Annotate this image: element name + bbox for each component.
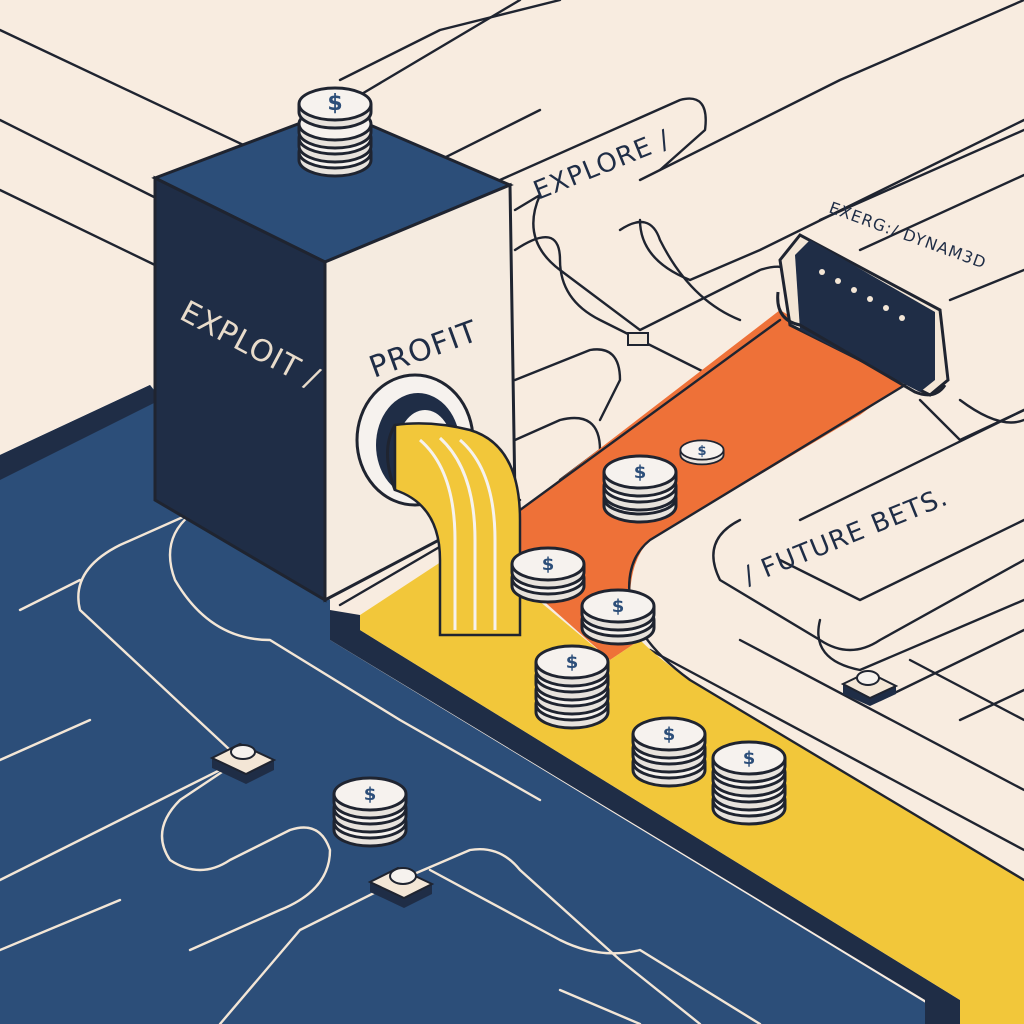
floor-rim	[330, 610, 960, 1024]
plug-connector	[840, 670, 899, 706]
coin-symbol: $	[364, 784, 377, 805]
coin-symbol: $	[634, 462, 647, 483]
orange-stream	[520, 310, 905, 660]
coin-symbol: $	[327, 91, 342, 116]
plug-connector	[627, 332, 649, 346]
slot-dispenser	[776, 233, 950, 397]
floor-wires	[0, 503, 762, 1024]
coin-symbol: $	[663, 724, 676, 745]
plug-connector	[209, 742, 277, 784]
coin-symbol: $	[743, 748, 756, 769]
coin-symbol: $	[542, 554, 555, 575]
label-explore: EXPLORE /	[529, 125, 674, 207]
coin-symbol: $	[697, 444, 706, 459]
coin-symbol: $	[612, 596, 625, 617]
pour-stripes	[419, 436, 497, 630]
plug-connector	[367, 866, 435, 908]
coin-symbol: $	[566, 652, 579, 673]
spout-rim	[386, 424, 397, 491]
floor-edge	[0, 385, 160, 480]
yellow-pour	[393, 422, 522, 637]
